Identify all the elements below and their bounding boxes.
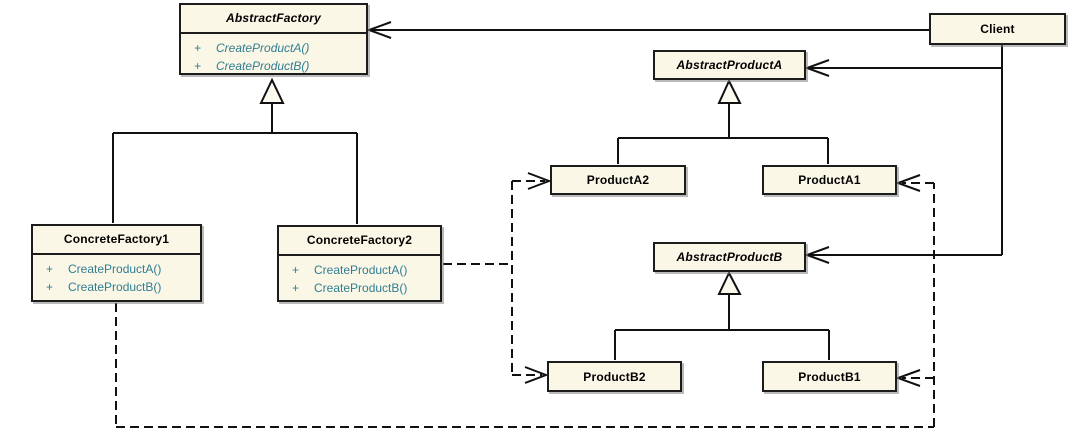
method-signature: CreateProductB() — [68, 280, 162, 294]
methods-concretefactory1: + CreateProductA() + CreateProductB() — [33, 253, 200, 296]
method-signature: CreateProductA() — [314, 263, 408, 277]
method-signature: CreateProductA() — [68, 262, 162, 276]
class-name-abstractproductb: AbstractProductB — [676, 250, 783, 264]
edge-concretefactory1-dependencies — [115, 174, 935, 428]
edge-factories-generalization — [112, 77, 358, 224]
class-box-abstractproductb: AbstractProductB — [653, 242, 806, 272]
class-name-producta1: ProductA1 — [798, 173, 861, 187]
edge-client-to-abstractfactory — [366, 21, 929, 39]
method-signature: CreateProductA() — [216, 41, 310, 55]
class-name-abstractproducta: AbstractProductA — [676, 58, 783, 72]
methods-abstractfactory: + CreateProductA() + CreateProductB() — [181, 32, 366, 75]
edge-client-to-abstractproducta — [804, 59, 1002, 77]
class-box-productb1: ProductB1 — [762, 361, 897, 392]
method-abstractfactory-createproducta: + CreateProductA() — [194, 39, 364, 57]
class-name-concretefactory1: ConcreteFactory1 — [63, 232, 170, 246]
class-name-concretefactory2: ConcreteFactory2 — [306, 233, 413, 247]
edge-products-a-generalization — [617, 78, 829, 164]
class-box-client: Client — [929, 13, 1066, 45]
class-box-abstractproducta: AbstractProductA — [653, 50, 806, 80]
method-concretefactory2-createproductb: + CreateProductB() — [292, 279, 438, 297]
method-visibility: + — [46, 280, 54, 294]
edge-concretefactory2-dependencies — [443, 172, 552, 384]
class-name-abstractfactory: AbstractFactory — [225, 11, 322, 25]
method-concretefactory1-createproducta: + CreateProductA() — [46, 260, 198, 278]
edge-client-to-abstractproductb — [804, 246, 1002, 264]
method-signature: CreateProductB() — [314, 281, 408, 295]
class-box-producta1: ProductA1 — [762, 165, 897, 195]
methods-concretefactory2: + CreateProductA() + CreateProductB() — [279, 254, 440, 297]
method-visibility: + — [292, 263, 300, 277]
class-box-abstractfactory: AbstractFactory + CreateProductA() + Cre… — [179, 3, 368, 75]
method-visibility: + — [292, 281, 300, 295]
method-visibility: + — [194, 59, 202, 73]
class-name-producta2: ProductA2 — [586, 173, 650, 187]
method-concretefactory1-createproductb: + CreateProductB() — [46, 278, 198, 296]
class-box-productb2: ProductB2 — [547, 361, 682, 392]
class-box-concretefactory1: ConcreteFactory1 + CreateProductA() + Cr… — [31, 224, 202, 302]
class-name-productb1: ProductB1 — [798, 369, 861, 384]
class-name-productb2: ProductB2 — [583, 369, 646, 384]
class-box-concretefactory2: ConcreteFactory2 + CreateProductA() + Cr… — [277, 225, 442, 302]
method-visibility: + — [46, 262, 54, 276]
method-visibility: + — [194, 41, 202, 55]
class-box-producta2: ProductA2 — [550, 165, 686, 195]
class-name-client: Client — [980, 22, 1015, 36]
edge-products-b-generalization — [614, 270, 830, 360]
method-concretefactory2-createproducta: + CreateProductA() — [292, 261, 438, 279]
method-abstractfactory-createproductb: + CreateProductB() — [194, 57, 364, 75]
method-signature: CreateProductB() — [216, 59, 310, 73]
